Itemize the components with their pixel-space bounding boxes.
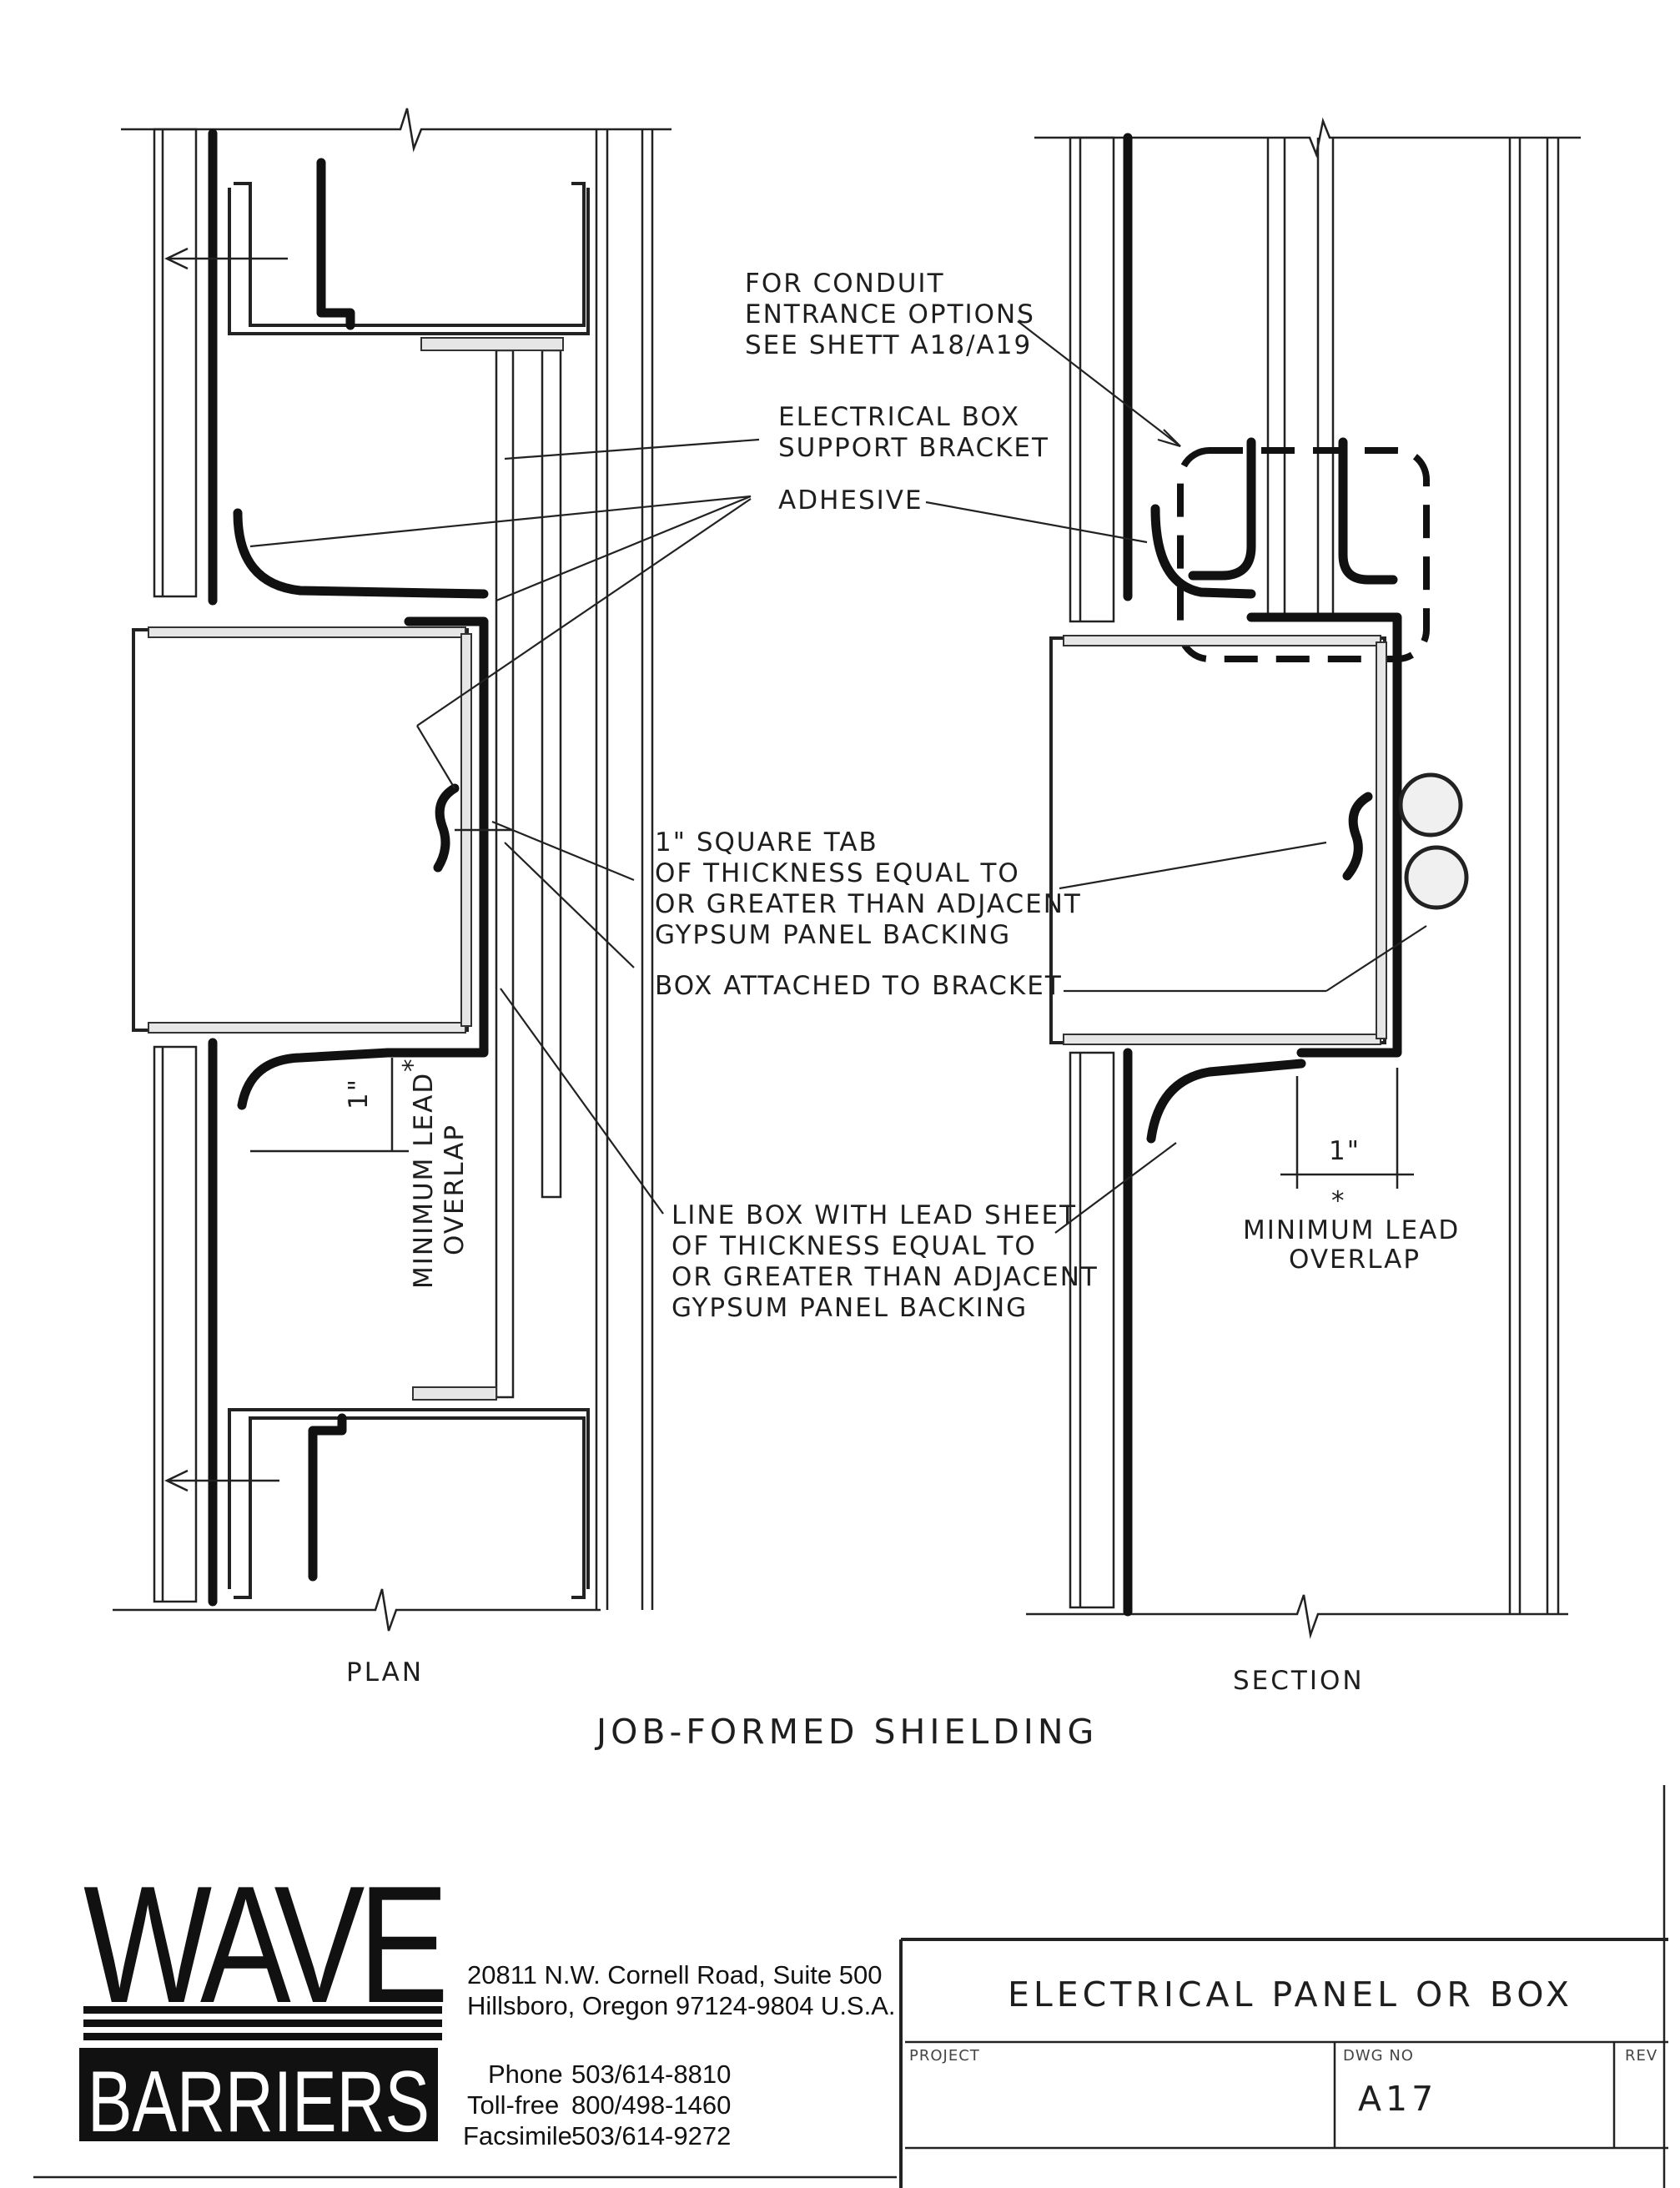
callout-bracket-1: ELECTRICAL BOX (778, 402, 1020, 432)
callout-linebox-4: GYPSUM PANEL BACKING (671, 1293, 1028, 1323)
callout-conduit-3: SEE SHETT A18/A19 (745, 330, 1032, 360)
plan-left-panel-lower (153, 1045, 198, 1603)
section-conduit-upper (1398, 772, 1463, 837)
section-overlap-note-1: MINIMUM LEAD (1243, 1215, 1460, 1245)
plan-view (113, 108, 671, 1632)
tollfree-label: Toll-free (467, 2090, 559, 2120)
plan-lead-overlap-bottom (237, 1048, 393, 1110)
drawing-title: JOB-FORMED SHIELDING (594, 1712, 1098, 1752)
section-square-tab (1342, 792, 1373, 881)
fax-value: 503/614-9272 (571, 2121, 731, 2150)
plan-top-break-line (121, 108, 671, 153)
section-conduit-lower (1404, 845, 1469, 910)
callout-conduit-2: ENTRANCE OPTIONS (745, 299, 1035, 329)
plan-caption: PLAN (346, 1657, 424, 1688)
plan-box-lead-liner (383, 616, 489, 1058)
plan-bottom-break-line (113, 1588, 601, 1632)
plan-lead-overlap-top (233, 508, 489, 599)
section-conduit-bend-right (1338, 437, 1398, 585)
callout-tab-1: 1" SQUARE TAB (655, 827, 878, 858)
callout-tab-4: GYPSUM PANEL BACKING (655, 920, 1011, 950)
plan-overlap-note-1: MINIMUM LEAD (409, 1072, 439, 1289)
phone-value: 503/614-8810 (571, 2060, 731, 2089)
address-line-1: 20811 N.W. Cornell Road, Suite 500 (467, 1960, 882, 1989)
section-bottom-break-line (1026, 1594, 1568, 1639)
section-conduit-options-box (1177, 447, 1430, 662)
plan-overlap-dim: 1" (344, 1078, 374, 1109)
section-caption: SECTION (1233, 1666, 1365, 1696)
plan-left-panel-upper (153, 128, 198, 598)
tollfree-value: 800/498-1460 (571, 2090, 731, 2120)
wave-barriers-logo: WAVE BARRIERS (79, 1852, 451, 2150)
section-top-break-line (1034, 117, 1581, 158)
callout-adhesive: ADHESIVE (778, 485, 923, 516)
callout-bracket-2: SUPPORT BRACKET (778, 433, 1049, 463)
callout-linebox-1: LINE BOX WITH LEAD SHEET (671, 1200, 1077, 1230)
callout-tab-3: OR GREATER THAN ADJACENT (655, 889, 1082, 919)
section-box-lead-liner (1246, 612, 1402, 1058)
dwg-no-value: A17 (1358, 2079, 1437, 2119)
section-electrical-box (1049, 636, 1386, 1044)
rev-label: REV (1625, 2047, 1657, 2065)
plan-upper-stud (234, 182, 586, 327)
section-conduit-bend-left (1188, 437, 1256, 581)
plan-asterisk: * (398, 1058, 428, 1073)
plan-overlap-note-2: OVERLAP (440, 1124, 470, 1255)
title-block (899, 1785, 1668, 2188)
callout-conduit-1: FOR CONDUIT (745, 269, 945, 299)
callouts: FOR CONDUIT ENTRANCE OPTIONS SEE SHETT A… (249, 269, 1427, 1323)
address-line-2: Hillsboro, Oregon 97124-9804 U.S.A. (467, 1991, 896, 2020)
section-lead-overlap (1146, 1059, 1306, 1144)
callout-tab-2: OF THICKNESS EQUAL TO (655, 858, 1020, 888)
fax-label: Facsimile (463, 2121, 572, 2150)
plan-support-bracket (495, 349, 515, 1399)
plan-square-tab (433, 783, 460, 873)
section-overlap-note-2: OVERLAP (1289, 1245, 1421, 1275)
callout-linebox-2: OF THICKNESS EQUAL TO (671, 1231, 1037, 1261)
callout-attached: BOX ATTACHED TO BRACKET (655, 971, 1063, 1001)
phone-label: Phone (488, 2060, 563, 2089)
section-view (1026, 117, 1581, 1639)
dwg-no-label: DWG NO (1343, 2047, 1414, 2065)
plan-electrical-box (132, 628, 469, 1032)
callout-linebox-3: OR GREATER THAN ADJACENT (671, 1262, 1099, 1292)
logo-barriers-text: BARRIERS (88, 2054, 430, 2150)
section-overlap-dim: 1" (1329, 1136, 1361, 1166)
plan-lower-stud (234, 1416, 586, 1599)
section-asterisk: * (1331, 1186, 1346, 1216)
sheet-title: ELECTRICAL PANEL OR BOX (1008, 1974, 1573, 2014)
project-label: PROJECT (909, 2047, 980, 2065)
